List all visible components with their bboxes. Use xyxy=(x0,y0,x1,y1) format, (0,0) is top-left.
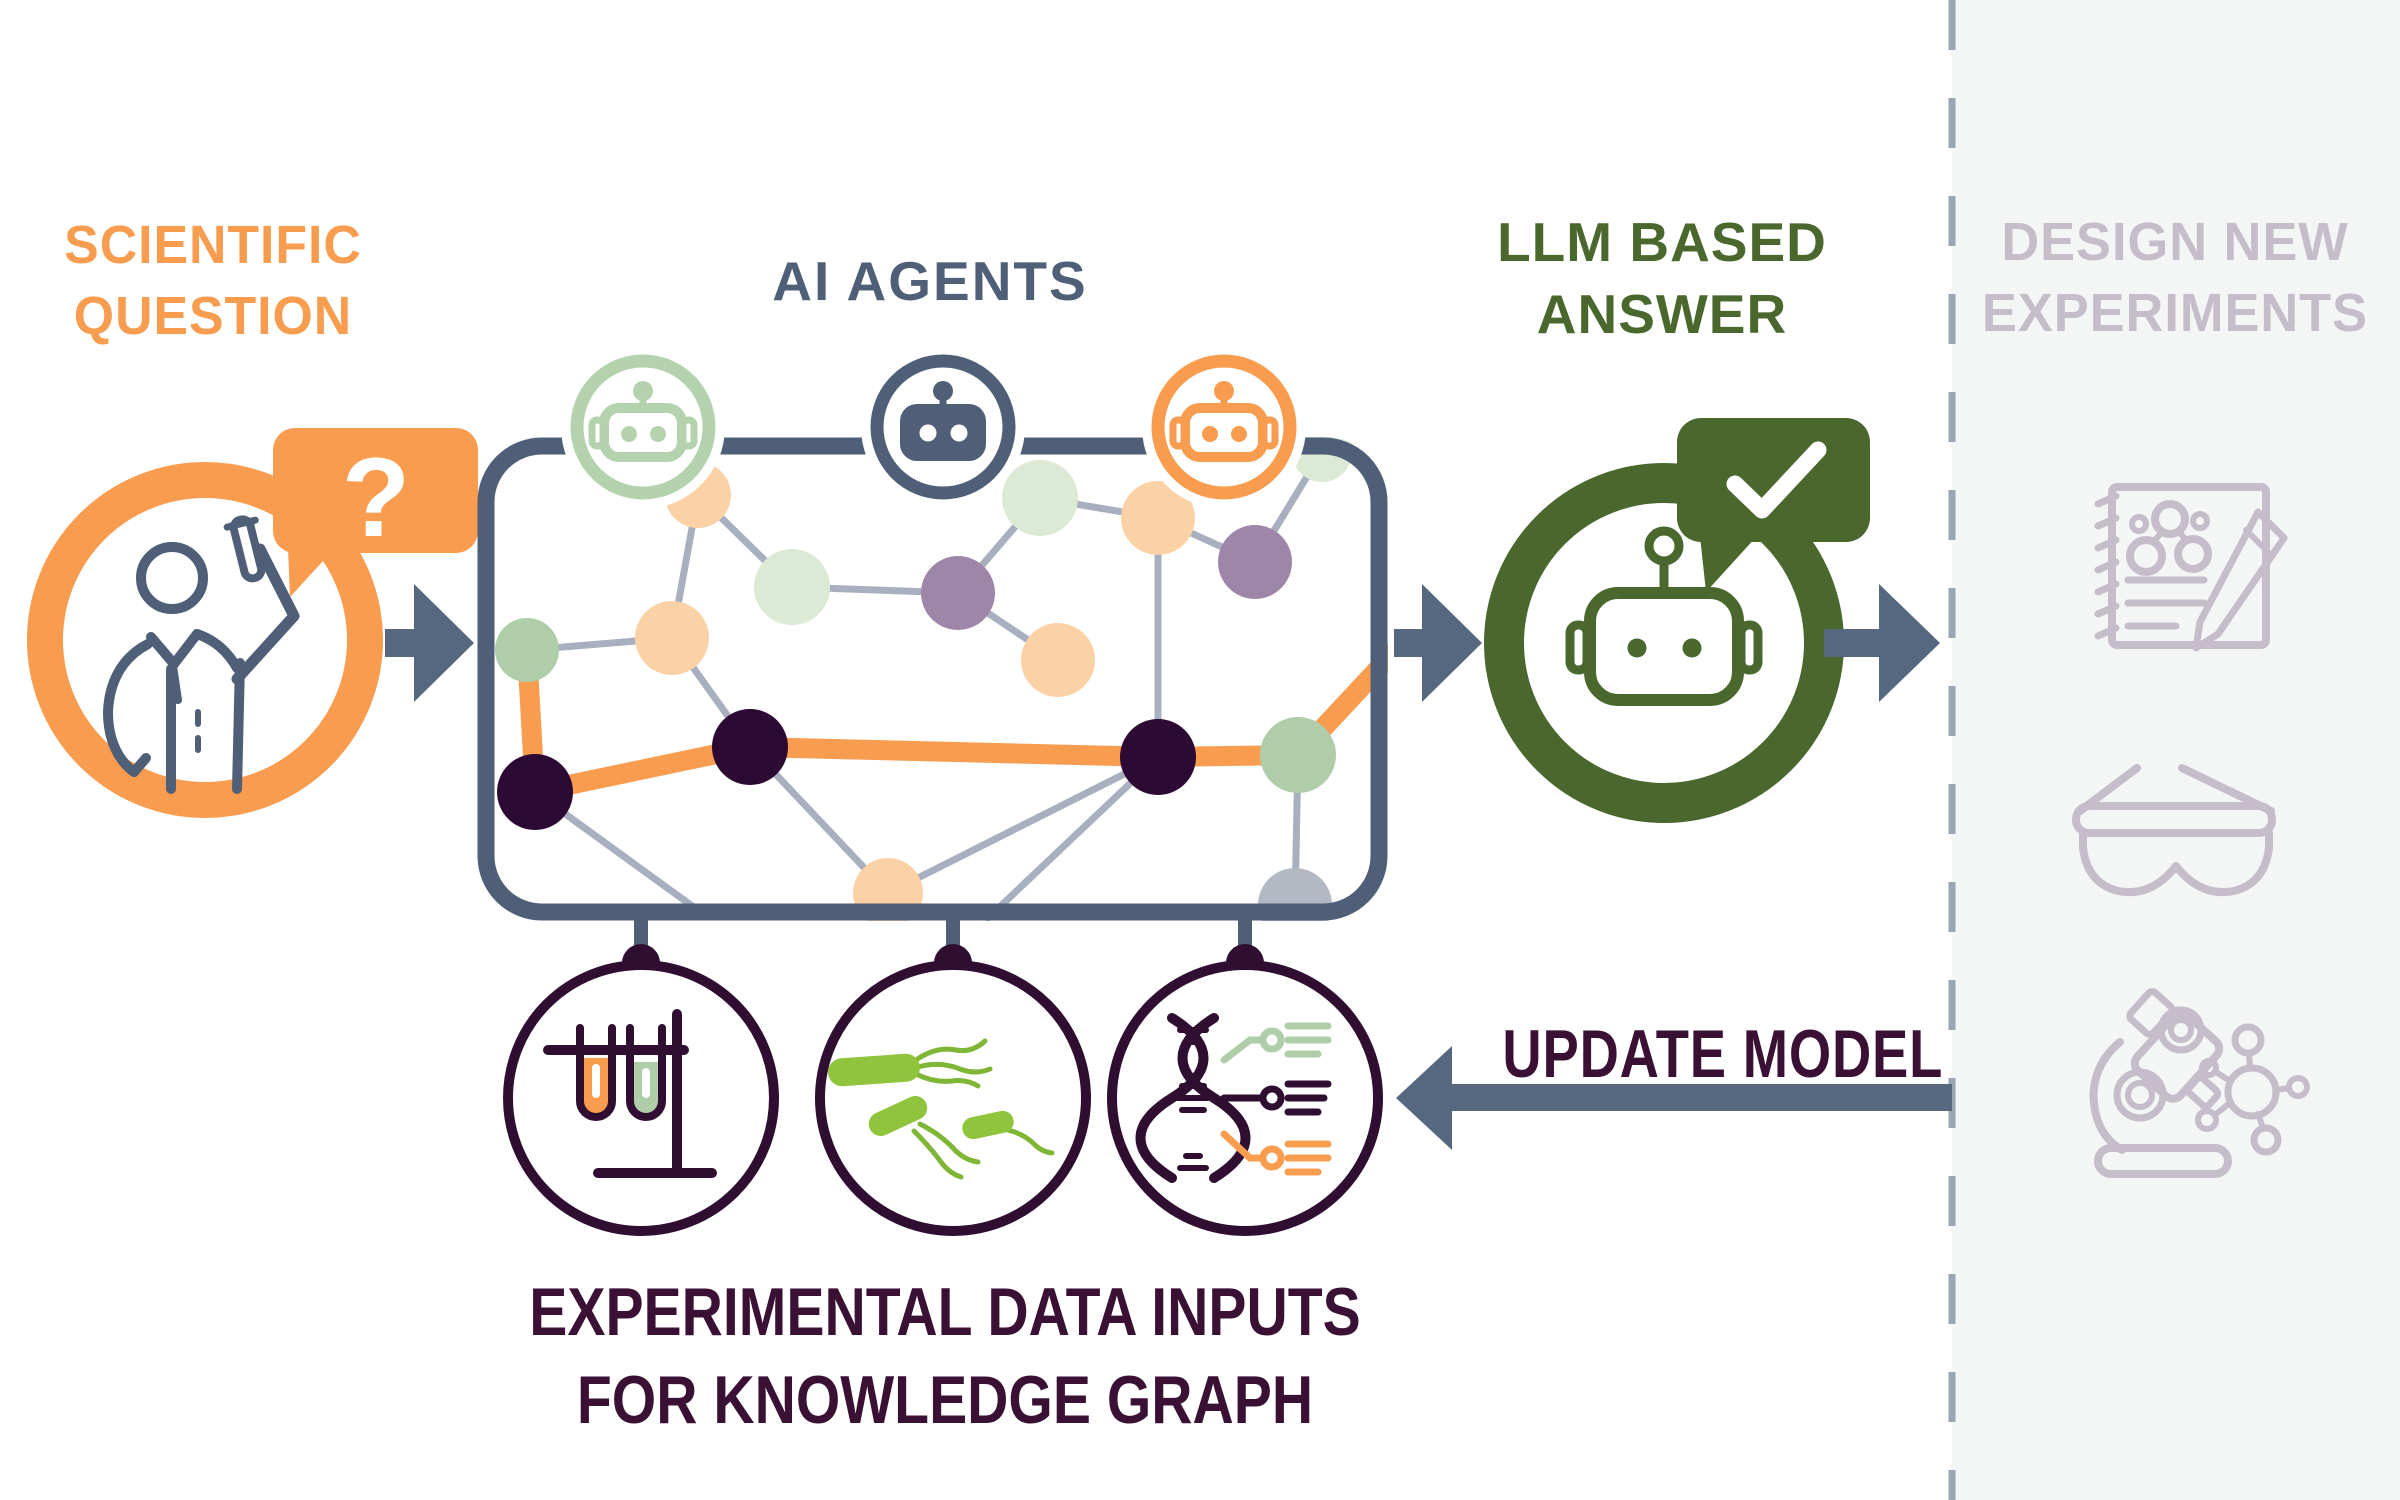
safety-goggles-icon xyxy=(2072,764,2276,897)
robot-agent-orange-icon xyxy=(1142,345,1306,509)
question-mark-text: ? xyxy=(341,435,411,560)
design-panel-background xyxy=(1952,0,2400,1500)
test-tubes-icon xyxy=(543,1009,717,1178)
question-bubble xyxy=(273,428,478,597)
scientist-icon xyxy=(103,515,300,794)
arrow-question-to-agents xyxy=(385,584,474,702)
experimental-data-label: EXPERIMENTAL DATA INPUTS FOR KNOWLEDGE G… xyxy=(529,1274,1361,1439)
design-icons xyxy=(2072,483,2310,1178)
robot-agent-sage-icon xyxy=(561,345,725,509)
annotation-orange xyxy=(1220,1130,1332,1176)
update-model-arrow xyxy=(1396,1046,1952,1150)
design-new-experiments-label: DESIGN NEW EXPERIMENTS xyxy=(1981,212,2369,344)
knowledge-graph-box xyxy=(477,437,1388,921)
graph-nodes xyxy=(495,437,1352,921)
annotation-sage xyxy=(1220,1022,1332,1064)
annotation-ink xyxy=(1220,1080,1332,1116)
microscope-molecule-icon xyxy=(2089,988,2310,1178)
scientific-question-label: SCIENTIFIC QUESTION xyxy=(64,215,362,347)
checkmark-icon xyxy=(1726,441,1827,519)
arrow-answer-to-design xyxy=(1824,584,1940,702)
robot-agent-slate-icon xyxy=(861,345,1025,509)
dna-annotations-icon xyxy=(1135,1013,1332,1183)
ai-agents-label: AI AGENTS xyxy=(772,250,1088,312)
answer-robot-icon xyxy=(1565,526,1763,706)
llm-based-answer-label: LLM BASED ANSWER xyxy=(1497,211,1827,345)
scientific-question-badge xyxy=(27,428,478,818)
arrow-agents-to-answer xyxy=(1394,584,1482,702)
llm-answer-badge xyxy=(1484,418,1870,823)
update-model-label: UPDATE MODEL xyxy=(1502,1016,1944,1092)
experimental-inputs xyxy=(503,944,1383,1236)
bacteria-icon xyxy=(828,1038,1055,1180)
lab-notebook-pencil-icon xyxy=(2094,483,2288,652)
